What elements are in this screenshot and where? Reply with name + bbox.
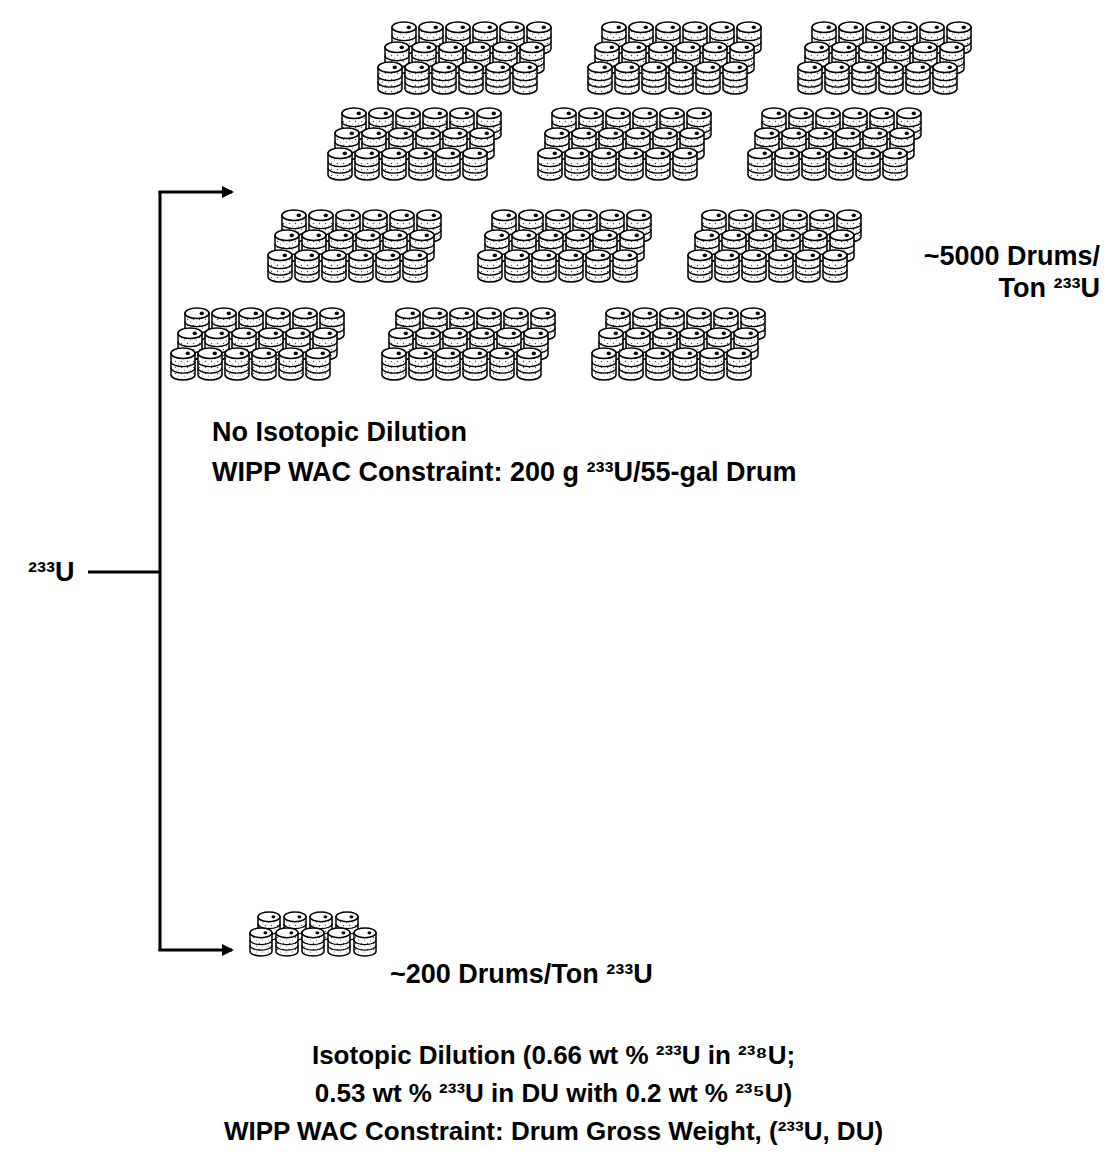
drum <box>613 250 637 282</box>
drum <box>463 148 487 180</box>
drum <box>436 148 460 180</box>
drum <box>322 250 346 282</box>
drum <box>463 348 487 380</box>
drum <box>250 928 272 956</box>
drum <box>906 62 930 94</box>
drum <box>619 148 643 180</box>
drum <box>588 62 612 94</box>
drum <box>355 148 379 180</box>
drum <box>673 348 697 380</box>
drum <box>403 250 427 282</box>
drum <box>505 250 529 282</box>
drum <box>642 62 666 94</box>
drum <box>727 348 751 380</box>
drum <box>306 348 330 380</box>
drum <box>723 62 747 94</box>
drum <box>592 348 616 380</box>
drum <box>328 148 352 180</box>
drum <box>513 62 537 94</box>
drum <box>883 148 907 180</box>
drum <box>171 348 195 380</box>
drum <box>349 250 373 282</box>
drum <box>432 62 456 94</box>
branch-arrows <box>88 191 232 951</box>
drum <box>673 148 697 180</box>
source-label: ²³³U <box>28 556 74 588</box>
drum <box>376 250 400 282</box>
drum <box>382 348 406 380</box>
drum <box>700 348 724 380</box>
drum <box>198 348 222 380</box>
drum <box>688 250 712 282</box>
drum <box>354 928 376 956</box>
drum <box>646 348 670 380</box>
drum <box>559 250 583 282</box>
drum-count-label: ~200 Drums/Ton ²³³U <box>390 958 653 990</box>
drum <box>517 348 541 380</box>
drum <box>486 62 510 94</box>
drum <box>852 62 876 94</box>
drum <box>823 250 847 282</box>
drum <box>775 148 799 180</box>
option-heading: No Isotopic Dilution <box>212 416 467 448</box>
drum-count-label: ~5000 Drums/ Ton ²³³U <box>893 240 1100 305</box>
drum <box>436 348 460 380</box>
drum <box>696 62 720 94</box>
drum <box>279 348 303 380</box>
drum <box>328 928 350 956</box>
drum <box>295 250 319 282</box>
drum <box>646 148 670 180</box>
drum <box>798 62 822 94</box>
constraint-note: WIPP WAC Constraint: Drum Gross Weight, … <box>0 1116 1107 1147</box>
drum <box>490 348 514 380</box>
drum <box>715 250 739 282</box>
drum <box>268 250 292 282</box>
drum <box>829 148 853 180</box>
drum <box>478 250 502 282</box>
drum <box>619 348 643 380</box>
drum <box>378 62 402 94</box>
drum <box>459 62 483 94</box>
drum <box>748 148 772 180</box>
drum <box>586 250 610 282</box>
drum <box>565 148 589 180</box>
drum <box>532 250 556 282</box>
constraint-note: WIPP WAC Constraint: 200 g ²³³U/55-gal D… <box>212 456 797 488</box>
drum <box>615 62 639 94</box>
drum <box>225 348 249 380</box>
drum <box>769 250 793 282</box>
drum <box>669 62 693 94</box>
drum <box>409 348 433 380</box>
drum <box>742 250 766 282</box>
drum <box>879 62 903 94</box>
drum <box>802 148 826 180</box>
dilution-note: 0.53 wt % ²³³U in DU with 0.2 wt % ²³⁵U) <box>0 1078 1107 1109</box>
drum <box>276 928 298 956</box>
drum <box>856 148 880 180</box>
drum <box>302 928 324 956</box>
drum <box>405 62 429 94</box>
drum <box>933 62 957 94</box>
drum <box>252 348 276 380</box>
drum <box>592 148 616 180</box>
drum <box>538 148 562 180</box>
drum <box>382 148 406 180</box>
drum <box>409 148 433 180</box>
drum <box>796 250 820 282</box>
option-heading: Isotopic Dilution (0.66 wt % ²³³U in ²³⁸… <box>0 1040 1107 1071</box>
drum <box>825 62 849 94</box>
